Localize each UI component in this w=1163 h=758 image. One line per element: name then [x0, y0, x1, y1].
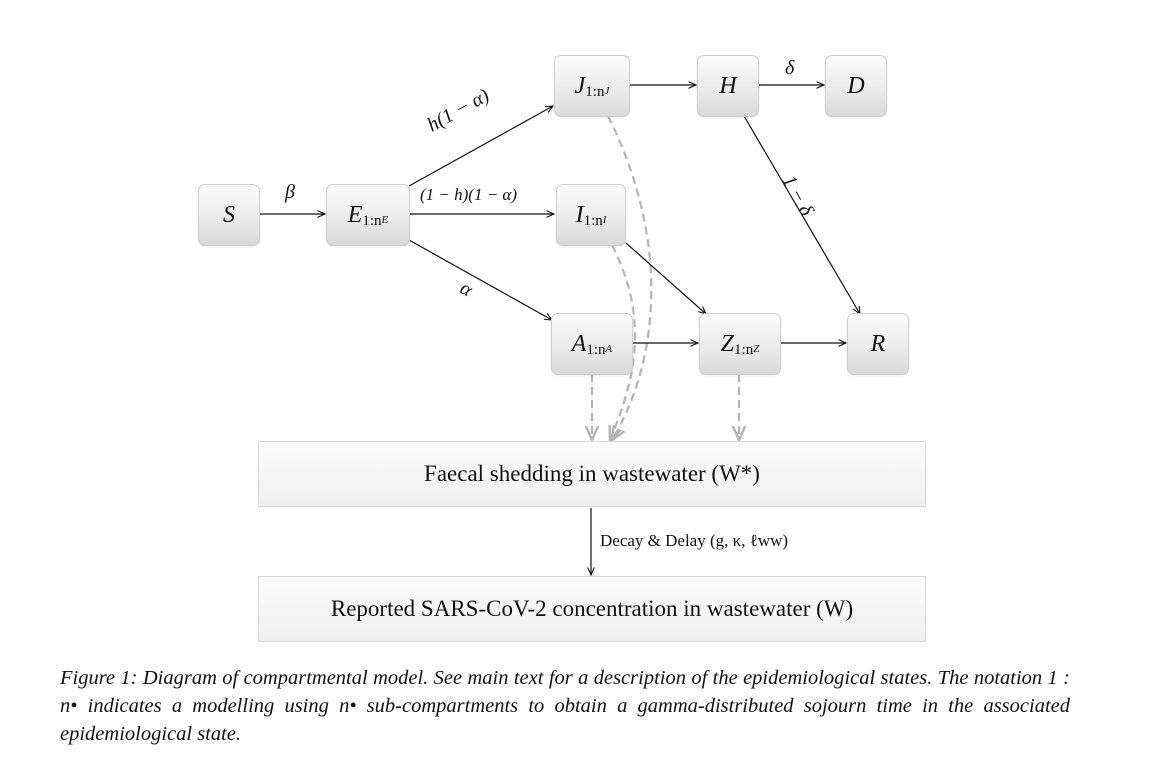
edge-I-Z [625, 242, 706, 314]
node-Z-subscript: 1:n [734, 341, 754, 358]
node-D-symbol: D [847, 72, 865, 99]
node-H-symbol: H [719, 72, 737, 99]
node-I-subsubscript: I [602, 214, 607, 226]
label-beta: β [285, 181, 295, 203]
node-S: S [198, 184, 260, 246]
node-A-symbol: A [571, 330, 587, 357]
label-decay-delay: Decay & Delay (g, κ, ℓww) [600, 531, 789, 550]
node-J-symbol: J [574, 72, 586, 99]
node-Z-subsubscript: Z [753, 343, 760, 355]
node-E-symbol: E [347, 201, 363, 228]
node-J-subsubscript: J [604, 85, 610, 97]
node-Z-symbol: Z [720, 330, 735, 357]
node-I-symbol: I [575, 201, 584, 228]
faecal-shedding-box: Faecal shedding in wastewater (W*) [258, 441, 926, 507]
node-A-subscript: 1:n [586, 341, 606, 358]
node-R: R [847, 313, 909, 375]
edge-E-J [408, 106, 553, 187]
node-I-subscript: 1:n [583, 212, 603, 229]
figure-caption: Figure 1: Diagram of compartmental model… [60, 667, 1070, 745]
node-J-subscript: 1:n [585, 83, 605, 100]
node-A-subsubscript: A [605, 343, 613, 355]
node-S-symbol: S [223, 201, 235, 228]
reported-concentration-box: Reported SARS-CoV-2 concentration in was… [258, 576, 926, 642]
node-R-symbol: R [870, 330, 886, 357]
node-H: H [697, 55, 759, 117]
node-E-subscript: 1:n [362, 212, 382, 229]
dashed-I-to-faecal [610, 244, 637, 440]
label-delta: δ [785, 57, 795, 79]
node-D: D [825, 55, 887, 117]
faecal-shedding-label: Faecal shedding in wastewater (W*) [424, 461, 760, 486]
label-one-minus-h-one-minus-alpha: (1 − h)(1 − α) [420, 185, 518, 204]
node-E-subsubscript: E [381, 214, 389, 226]
dashed-J-to-faecal [607, 115, 653, 440]
edge-H-R [743, 115, 860, 314]
edge-E-A [408, 239, 552, 320]
reported-concentration-label: Reported SARS-CoV-2 concentration in was… [330, 596, 854, 621]
